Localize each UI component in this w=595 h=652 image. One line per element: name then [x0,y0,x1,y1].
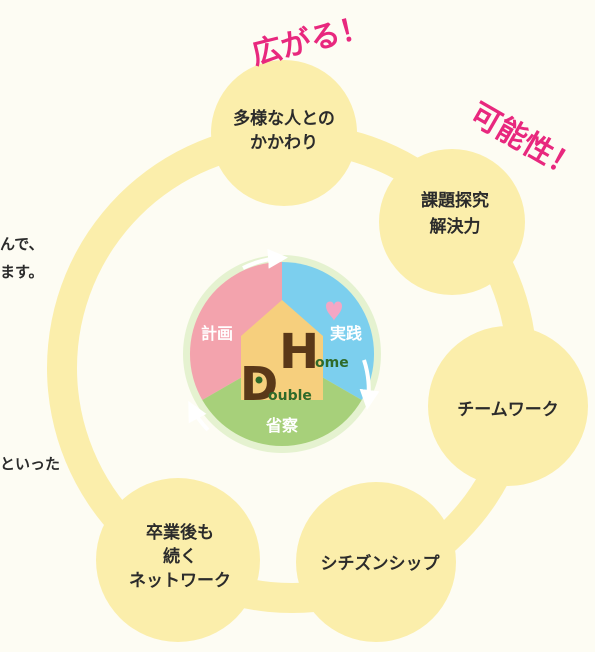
logo-small-h: ome [315,355,349,371]
side-text-line3: といった [0,455,61,473]
cycle-node-teamwork: チームワーク [428,326,588,486]
node-bubble [296,482,456,642]
side-text-line2: ます。 [0,263,44,281]
logo-small-d: ouble [268,388,312,404]
node-label-line: シチズンシップ [321,553,441,574]
node-bubble [428,326,588,486]
node-bubble [379,149,525,295]
node-label-line: チームワーク [457,400,559,420]
segment-practice-label: 実践 [330,324,362,343]
node-label-line: ネットワーク [129,571,231,591]
node-label-line: 卒業後も [146,522,214,543]
cycle-node-problem-solving: 課題探究 解決力 [379,149,525,295]
house-icon [241,300,323,400]
node-label-line: 多様な人との [233,108,335,129]
logo-dot-icon [255,376,263,384]
side-text-line1: んで、 [0,235,44,253]
node-label-line: かかわり [250,133,318,153]
cycle-node-diversity: 多様な人との かかわり [211,60,357,206]
cycle-node-citizenship: シチズンシップ [296,482,456,642]
accent-spread-label: 広がる！ [248,9,373,72]
node-bubble [211,60,357,206]
logo-big-d: D [240,357,278,411]
node-label-line: 続く [163,546,197,567]
cycle-arrow-icon [242,248,288,270]
cycle-arrow-icon [188,400,210,432]
heart-icon [326,301,342,321]
node-label-line: 解決力 [430,216,481,237]
cycle-arrow-icon [359,359,380,410]
cycle-node-network: 卒業後も 続く ネットワーク [96,478,260,642]
segment-reflection-label: 省察 [265,416,299,435]
node-label-line: 課題探究 [421,190,489,211]
node-bubble [96,478,260,642]
center-cycle: 計画 実践 省察 H ome D ouble [183,248,381,453]
segment-plan-label: 計画 [201,324,233,343]
logo-big-h: H [279,324,319,380]
